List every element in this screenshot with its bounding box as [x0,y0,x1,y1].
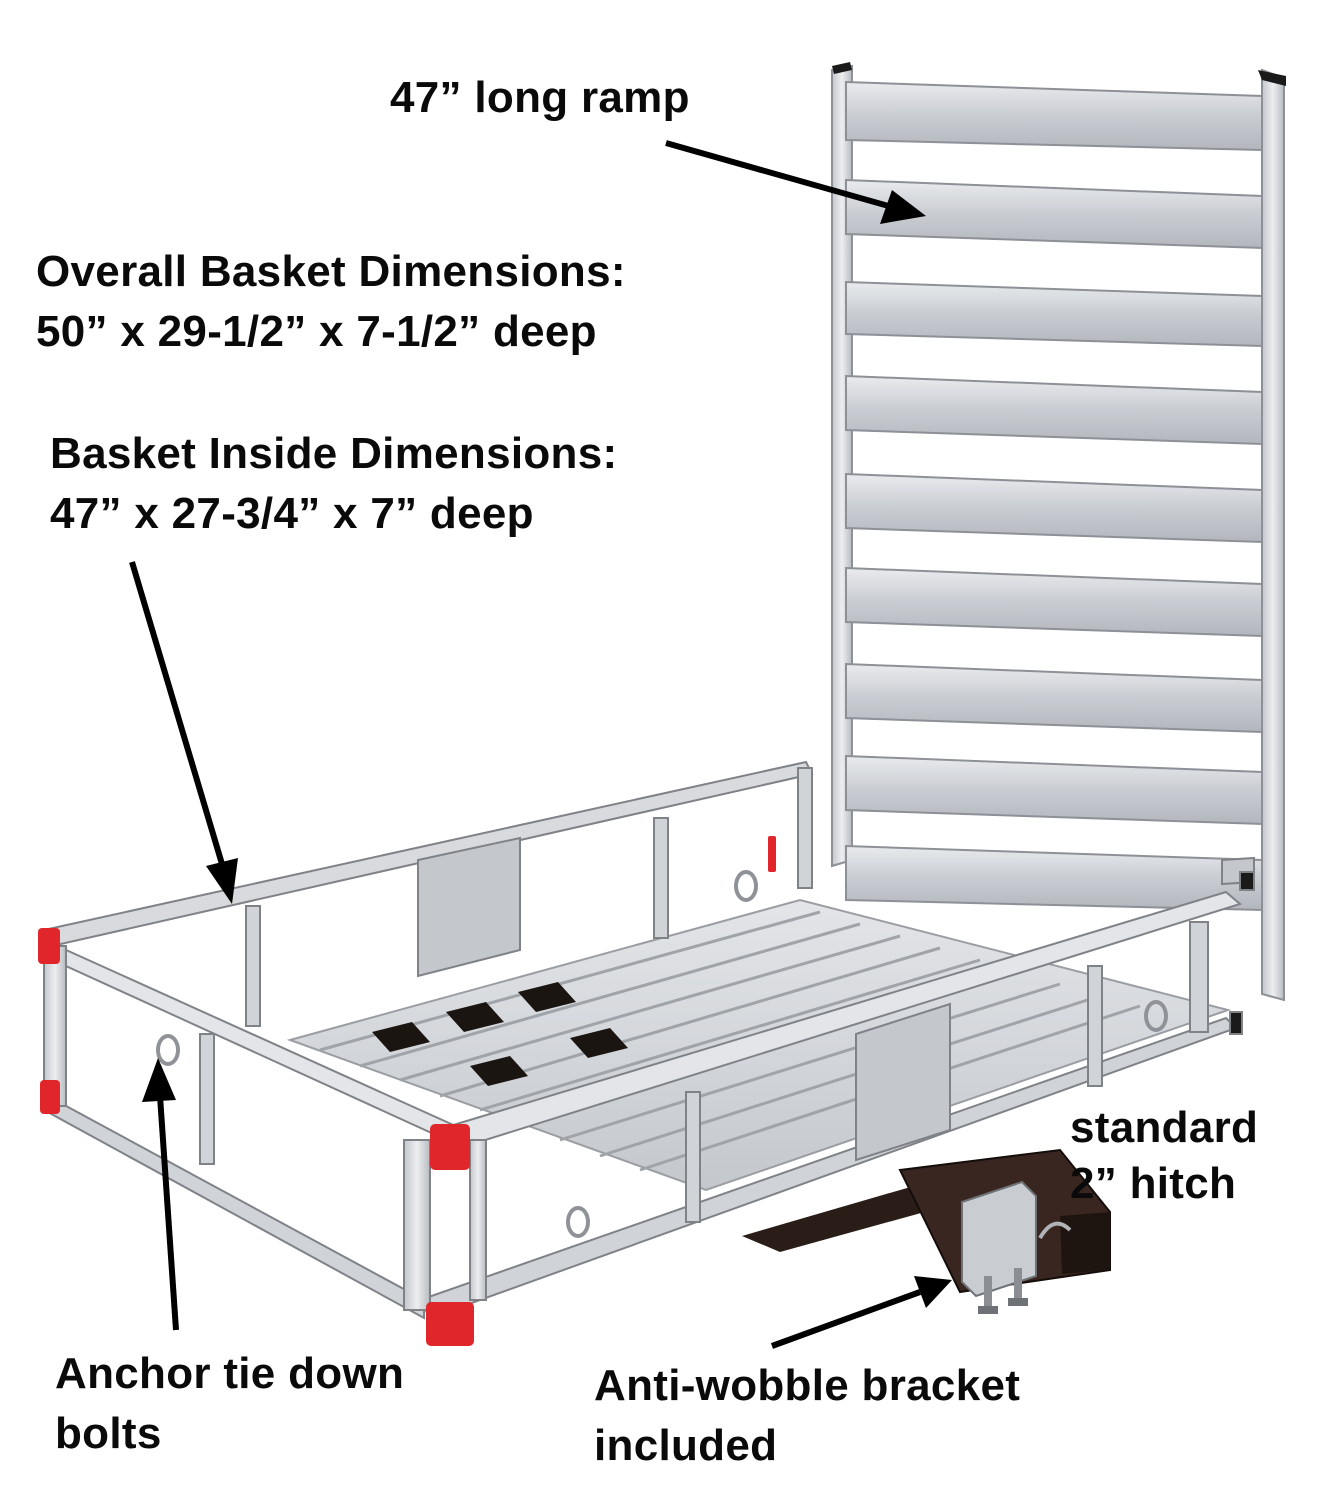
ramp-length-text: 47” long ramp [390,73,690,122]
inside-dimensions-value: 47” x 27-3/4” x 7” deep [50,489,534,538]
anchor-bolts-arrow [142,1058,179,1331]
ramp-arrow [665,140,926,224]
anti-wobble-line1: Anti-wobble bracket [594,1361,1021,1410]
red-end-caps [38,836,776,1346]
ramp-slat [845,280,1263,348]
basket-frame [42,760,1255,1320]
inside-dimensions-arrow [129,561,238,904]
anchor-ring [566,1206,590,1238]
hitch-assembly [742,1148,1111,1314]
ramp-slat [845,178,1263,250]
overall-dimensions-value: 50” x 29-1/2” x 7-1/2” deep [36,307,597,356]
ramp-top-cap-left [832,62,852,74]
ramp-length-label: 47” long ramp [390,68,690,128]
end-cap [426,1302,474,1346]
ramp-slat [845,566,1263,638]
hitch-label-line2: 2” hitch [1070,1159,1237,1208]
end-cap [768,836,776,872]
inside-dimensions-label: Basket Inside Dimensions: 47” x 27-3/4” … [50,424,617,544]
anchor-ring [156,1034,180,1066]
end-cap [38,928,60,964]
hitch-label-line1: standard [1070,1103,1259,1152]
anchor-ring [734,870,758,902]
anti-wobble-arrow [770,1276,952,1349]
anchor-bolts-line1: Anchor tie down [55,1349,405,1398]
anchor-tie-down-rings [156,870,1168,1238]
inside-dimensions-heading: Basket Inside Dimensions: [50,429,618,478]
anchor-bolts-line2: bolts [55,1409,162,1458]
end-cap [430,1124,470,1170]
anti-wobble-bracket [961,1180,1072,1314]
ramp-slat [845,754,1263,826]
ramp-slat [845,472,1263,544]
ramp-slat [845,844,1263,912]
anchor-ring [1144,1000,1168,1032]
anti-wobble-label: Anti-wobble bracket included [594,1356,1020,1476]
overall-dimensions-label: Overall Basket Dimensions: 50” x 29-1/2”… [36,242,626,362]
hitch-label: standard 2” hitch [1070,1100,1258,1212]
ramp-right-rail [1261,68,1285,1002]
anchor-bolts-label: Anchor tie down bolts [55,1344,404,1464]
ramp-top-cap-right [1258,70,1286,86]
anti-wobble-line2: included [594,1421,778,1470]
ramp-slats [845,80,1263,912]
ramp-slat [845,80,1263,152]
callout-arrows [129,140,952,1349]
hitch-receiver-end [1060,1212,1110,1274]
ramp-slat [845,374,1263,446]
overall-dimensions-heading: Overall Basket Dimensions: [36,247,626,296]
end-cap [40,1080,60,1114]
ramp [831,62,1286,1002]
ramp-slat [845,662,1263,734]
